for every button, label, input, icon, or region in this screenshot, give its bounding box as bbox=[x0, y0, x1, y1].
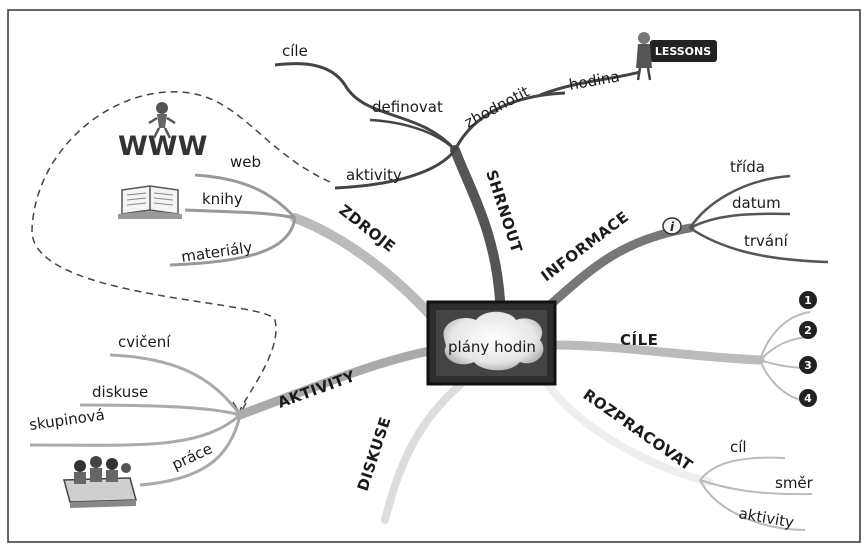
branch-shrnout-sub-hodina bbox=[539, 70, 641, 97]
outer-border bbox=[7, 9, 861, 543]
branch-aktivity-sub-cviceni bbox=[109, 353, 242, 416]
lessons-sign-text: LESSONS bbox=[655, 45, 711, 58]
branch-shrnout-sub-definovat bbox=[369, 118, 456, 151]
label-shrnout-hodina: hodina bbox=[568, 67, 621, 94]
dashed-connector bbox=[31, 91, 331, 411]
svg-text:i: i bbox=[670, 220, 675, 234]
label-informace-trvani: trvání bbox=[744, 232, 789, 250]
group-work-icon bbox=[63, 456, 137, 508]
branch-aktivity-sub-prace bbox=[139, 414, 242, 487]
label-shrnout-zhodnotit: zhodnotit bbox=[461, 82, 532, 131]
label-rozpracovat-smer: směr bbox=[775, 474, 814, 492]
branch-diskuse-main bbox=[381, 381, 464, 524]
book-icon bbox=[118, 185, 182, 219]
branch-informace-sub-trida bbox=[688, 174, 791, 229]
label-zdroje-knihy: knihy bbox=[202, 190, 243, 208]
branch-zdroje-sub-materialy bbox=[169, 217, 297, 267]
goal-number: 2 bbox=[804, 324, 812, 337]
goal-number: 1 bbox=[804, 294, 812, 307]
numbered-goal-2: 2 bbox=[799, 321, 817, 339]
numbered-goal-4: 4 bbox=[799, 389, 817, 407]
branch-aktivity-sub-diskuse bbox=[79, 403, 241, 417]
branch-cile-sub-1 bbox=[759, 311, 811, 361]
label-aktivity-prace: práce bbox=[169, 439, 215, 473]
label-zdroje-web: web bbox=[230, 153, 261, 171]
info-icon: i bbox=[662, 217, 682, 235]
label-aktivity-skupinova: skupinová bbox=[28, 406, 106, 434]
numbered-goal-1: 1 bbox=[799, 291, 817, 309]
branch-zdroje-main bbox=[290, 213, 440, 325]
branch-shrnout-main bbox=[450, 145, 505, 305]
branch-cile-main bbox=[550, 340, 765, 365]
goal-number: 4 bbox=[804, 392, 812, 405]
branch-label-cile: CÍLE bbox=[620, 330, 658, 349]
www-text: WWW bbox=[118, 131, 207, 162]
branch-rozpracovat-sub-aktivity bbox=[699, 479, 806, 531]
branch-zdroje-sub-web bbox=[194, 173, 297, 219]
label-aktivity-diskuse: diskuse bbox=[92, 383, 148, 401]
numbered-goal-3: 3 bbox=[799, 356, 817, 374]
lessons-sign-icon: LESSONS bbox=[636, 32, 717, 81]
branch-rozpracovat-main bbox=[541, 376, 714, 486]
branch-label-aktivity: AKTIVITY bbox=[275, 367, 358, 412]
label-informace-datum: datum bbox=[732, 194, 781, 212]
branch-aktivity-sub-skupinova bbox=[29, 413, 241, 447]
branch-rozpracovat-sub-cil bbox=[699, 456, 786, 481]
branch-rozpracovat-sub-smer bbox=[699, 479, 813, 496]
label-rozpracovat-aktivity: aktivity bbox=[737, 504, 795, 531]
label-shrnout-definovat: definovat bbox=[372, 98, 443, 116]
branch-informace-sub-trvani bbox=[689, 226, 829, 264]
branch-zdroje-sub-knihy bbox=[184, 208, 296, 220]
branch-shrnout-sub-cile bbox=[274, 62, 457, 151]
label-shrnout-cile: cíle bbox=[282, 42, 308, 60]
branch-label-diskuse: DISKUSE bbox=[354, 415, 395, 494]
center-label: plány hodin bbox=[448, 338, 536, 356]
center-cloud bbox=[443, 311, 544, 371]
branch-shrnout-sub-aktivity bbox=[334, 149, 457, 190]
branch-cile-sub-2 bbox=[759, 336, 811, 361]
branch-aktivity-main bbox=[235, 345, 440, 420]
www-icon: WWW bbox=[118, 102, 207, 162]
branch-informace-sub-datum bbox=[689, 212, 791, 230]
branch-shrnout-sub-zhodnotit bbox=[453, 91, 566, 151]
label-informace-trida: třída bbox=[730, 158, 765, 176]
label-shrnout-aktivity: aktivity bbox=[346, 166, 402, 184]
label-aktivity-cviceni: cvičení bbox=[118, 333, 171, 351]
goal-number: 3 bbox=[804, 359, 812, 372]
label-rozpracovat-cil: cíl bbox=[730, 438, 747, 456]
center-board: plány hodin bbox=[426, 300, 557, 386]
